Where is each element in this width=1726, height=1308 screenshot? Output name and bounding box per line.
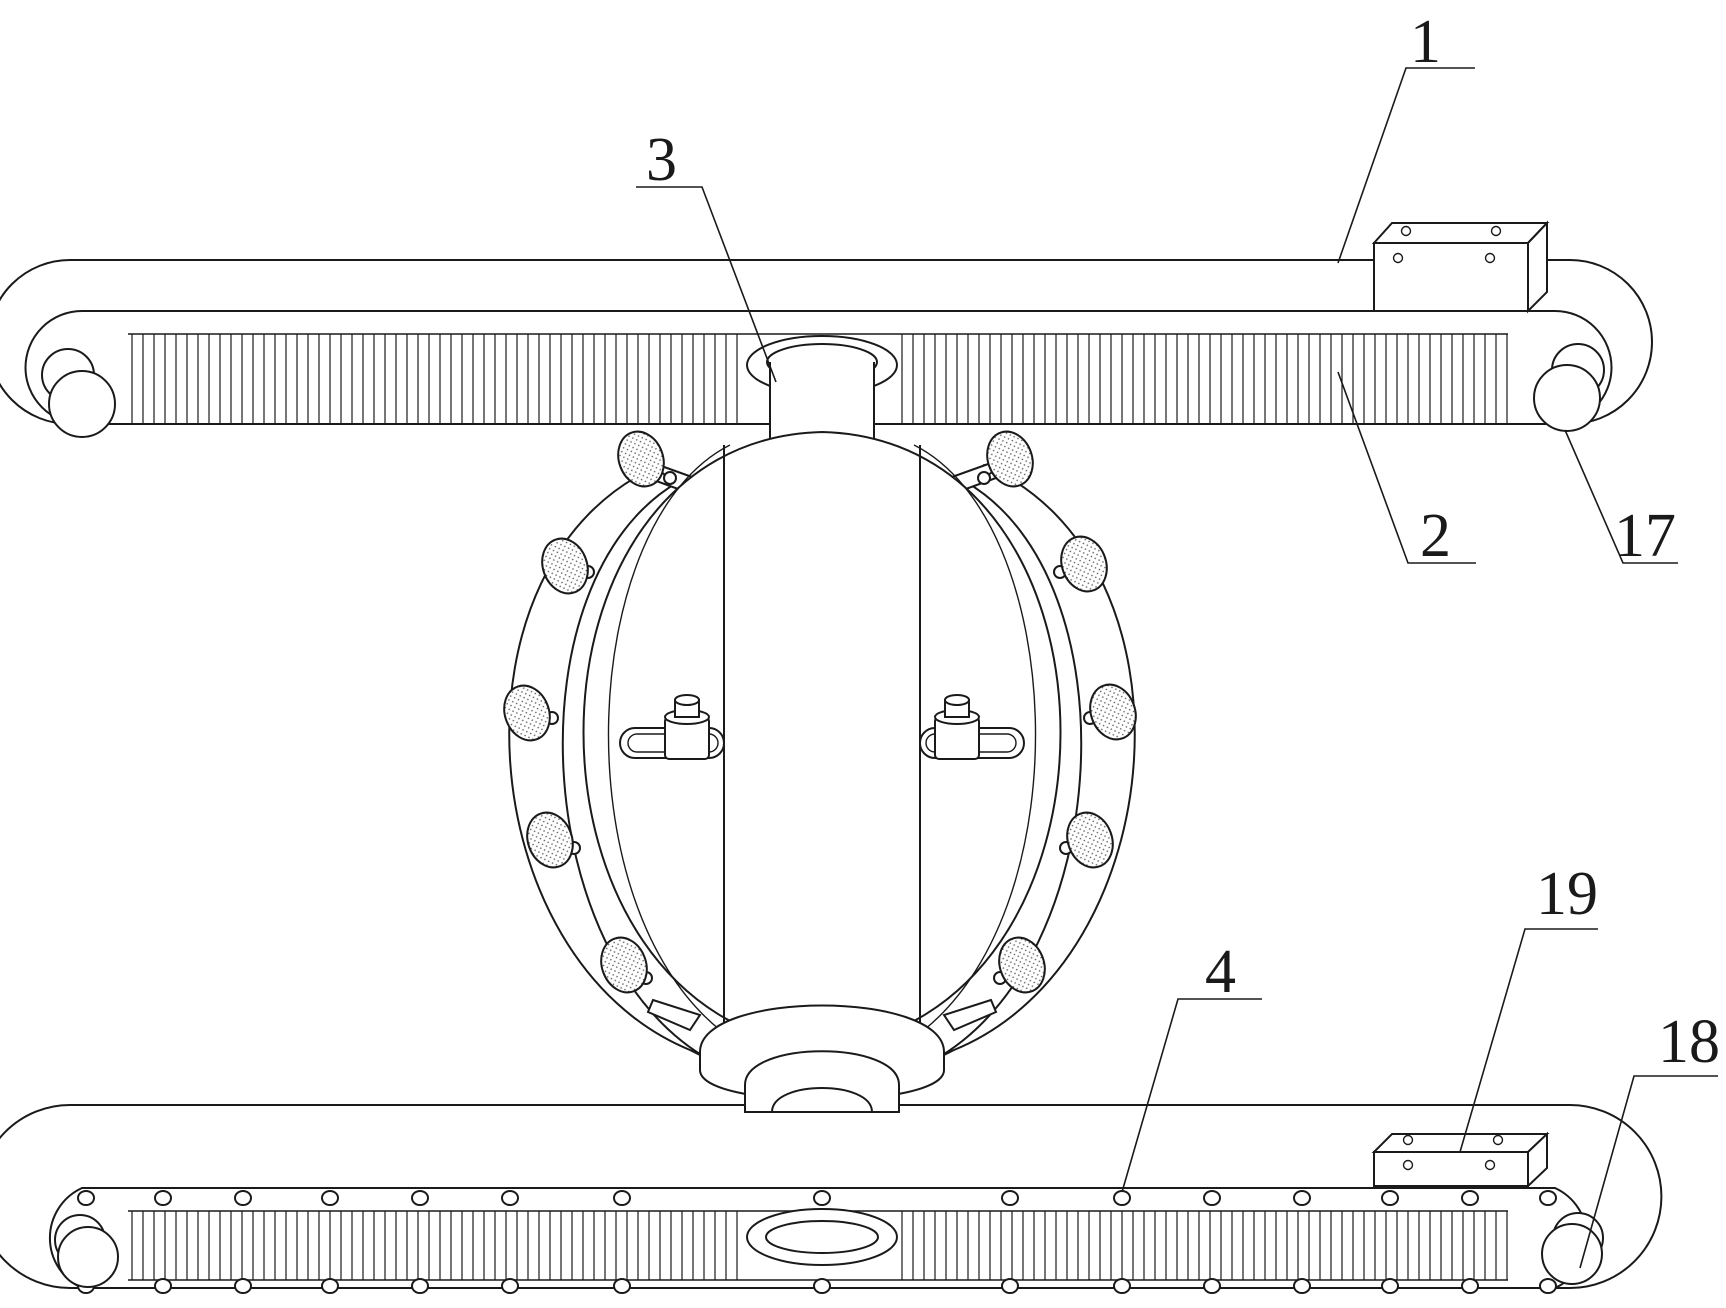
drum-outlet [699, 1004, 945, 1113]
label-1: 1 [1410, 8, 1441, 76]
upper-left-roller [48, 370, 116, 438]
drum-assembly [503, 430, 1137, 1113]
lower-left-roller [57, 1226, 119, 1288]
belt-stud [1001, 1190, 1019, 1206]
annotations: 1 2 3 4 17 18 19 [636, 8, 1720, 1269]
left-slot [619, 694, 725, 760]
belt-stud [321, 1190, 339, 1206]
feed-pipe [746, 335, 898, 445]
belt-stud [501, 1278, 519, 1294]
pad-joint [663, 471, 677, 485]
belt-stud [613, 1278, 631, 1294]
suction-pad [600, 936, 648, 994]
lower-belt-ribs [131, 1211, 1508, 1280]
belt-stud [154, 1190, 172, 1206]
belt-stud [613, 1190, 631, 1206]
label-2: 2 [1420, 502, 1451, 570]
suction-pad [617, 430, 665, 488]
upper-conveyor [0, 220, 1653, 445]
belt-stud [1293, 1278, 1311, 1294]
right-slot [919, 694, 1025, 760]
belt-stud [1113, 1278, 1131, 1294]
belt-stud [1203, 1278, 1221, 1294]
suction-pad [526, 811, 574, 869]
suction-pad [1060, 535, 1108, 593]
label-4: 4 [1205, 938, 1236, 1006]
lower-motor-box [1371, 1131, 1550, 1189]
belt-stud [501, 1190, 519, 1206]
drum-pads [503, 430, 1137, 994]
belt-stud [1001, 1278, 1019, 1294]
label-18: 18 [1658, 1008, 1720, 1076]
label-19: 19 [1536, 860, 1598, 928]
belt-stud [1381, 1278, 1399, 1294]
belt-stud [1461, 1278, 1479, 1294]
suction-pad [986, 430, 1034, 488]
belt-stud [1539, 1190, 1557, 1206]
discharge-opening [746, 1208, 898, 1266]
upper-belt-ribs [131, 334, 1508, 424]
suction-pad [503, 684, 551, 742]
upper-right-roller [1533, 364, 1601, 432]
suction-pad [541, 537, 589, 595]
suction-pad [1089, 683, 1137, 741]
belt-stud [411, 1278, 429, 1294]
suction-pad [998, 936, 1046, 994]
upper-motor-box [1371, 220, 1550, 314]
belt-stud [1293, 1190, 1311, 1206]
belt-stud [1113, 1190, 1131, 1206]
lower-conveyor [0, 1104, 1663, 1294]
pad-joint [977, 471, 991, 485]
lower-right-roller [1541, 1223, 1603, 1285]
belt-stud [1539, 1278, 1557, 1294]
label-17: 17 [1614, 502, 1676, 570]
belt-stud [1461, 1190, 1479, 1206]
belt-stud [411, 1190, 429, 1206]
belt-stud [813, 1278, 831, 1294]
lower-belt-studs [77, 1190, 1557, 1294]
belt-stud [321, 1278, 339, 1294]
label-3: 3 [646, 126, 677, 194]
belt-stud [813, 1190, 831, 1206]
suction-pad [1066, 811, 1114, 869]
belt-stud [154, 1278, 172, 1294]
belt-stud [1381, 1190, 1399, 1206]
belt-stud [234, 1278, 252, 1294]
belt-stud [1203, 1190, 1221, 1206]
belt-stud [77, 1190, 95, 1206]
belt-stud [234, 1190, 252, 1206]
